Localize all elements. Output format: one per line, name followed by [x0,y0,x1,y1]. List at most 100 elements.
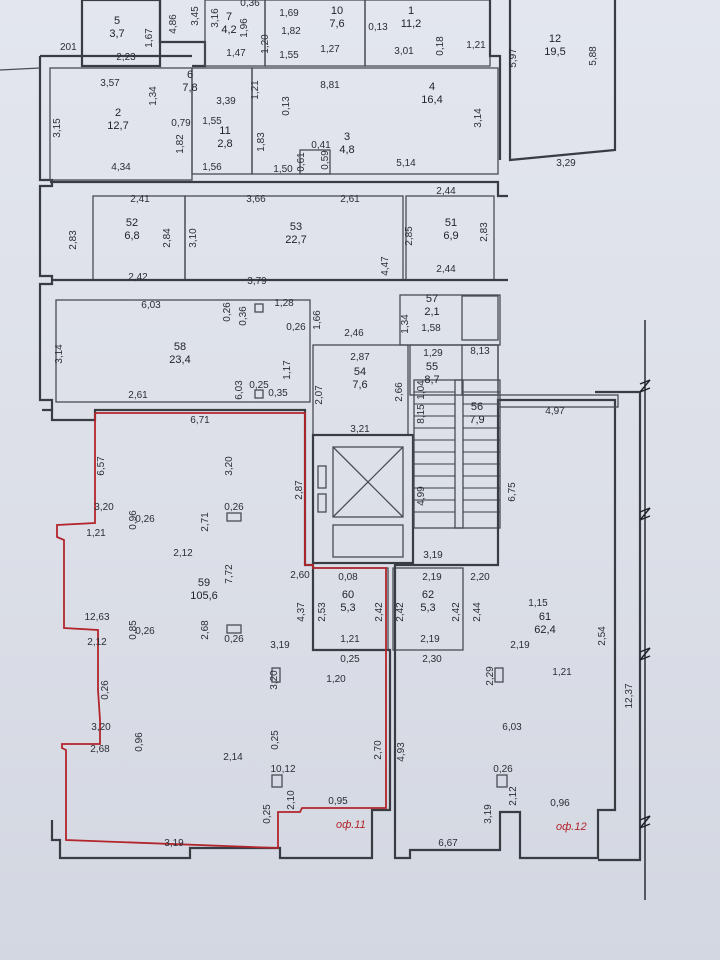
dimension-label: 2,19 [420,634,440,645]
room-area-51: 6,9 [443,230,458,242]
dimension-label: 0,26 [286,322,306,333]
dimension-label: 6,03 [141,300,161,311]
dimension-label: 4,86 [168,14,179,34]
dimension-label: 6,67 [438,838,458,849]
room-number-60: 60 [342,589,354,601]
room-number-3: 3 [344,131,350,143]
dimension-label: 0,36 [240,0,260,9]
dimension-label: 2,42 [128,272,148,283]
dimension-label: 1,17 [282,360,293,380]
dimension-label: 1,21 [466,40,486,51]
room-area-1: 11,2 [401,18,422,30]
dimension-label: 5,97 [508,48,519,68]
room-number-7: 7 [226,11,232,23]
dimension-label: 2,53 [317,602,328,622]
dimension-label: 2,12 [173,548,193,559]
dimension-label: 6,03 [502,722,522,733]
room-area-3: 4,8 [339,144,354,156]
dimension-label: 0,79 [171,118,191,129]
columns [226,303,508,788]
dimension-label: 1,15 [528,598,548,609]
dimension-label: 12,37 [624,683,635,708]
room-area-61: 62,4 [534,624,555,636]
dimension-label: 6,03 [234,380,245,400]
dimension-label: 0,26 [135,514,155,525]
dimension-label: 0,26 [100,680,111,700]
room-number-12: 12 [549,33,561,45]
dimension-label: 1,83 [256,132,267,152]
office-boundary-highlight [56,412,387,849]
dimension-label: 0,13 [281,96,292,116]
dimension-label: 0,96 [550,798,570,809]
room-number-4: 4 [429,81,435,93]
dimension-label: 3,20 [269,670,280,690]
room-number-11: 11 [219,125,230,137]
dimension-label: 2,42 [451,602,462,622]
dimension-label: 2,44 [436,264,456,275]
room-area-56: 7,9 [469,414,484,426]
room-number-6: 6 [187,69,193,81]
dimension-label: 1,21 [86,528,106,539]
dimension-label: 1,96 [239,18,250,38]
dimension-label: 3,45 [190,6,201,26]
dimension-label: 1,04 [416,380,427,400]
dimension-label: 4,99 [416,486,427,506]
dimension-label: 3,39 [216,96,236,107]
dimension-label: 1,34 [148,86,159,106]
room-number-59: 59 [198,577,210,589]
dimension-label: 5,88 [588,46,599,66]
dimension-label: 3,79 [247,276,267,287]
dimension-label: 0,25 [262,804,273,824]
room-number-61: 61 [539,611,551,623]
dimension-label: 1,21 [250,80,261,100]
dimension-label: 2,46 [344,328,364,339]
room-number-5: 5 [114,15,120,27]
dimension-label: 1,27 [320,44,340,55]
dimension-label: 1,20 [326,674,346,685]
dimension-label: 2,44 [472,602,483,622]
room-area-55: 8,7 [424,374,439,386]
dimension-label: 1,21 [340,634,360,645]
room-area-58: 23,4 [169,354,190,366]
dimension-label: 0,96 [134,732,145,752]
room-number-53: 53 [290,221,302,233]
dimension-label: 2,70 [373,740,384,760]
room-number-56: 56 [471,401,483,413]
dimension-label: 2,12 [508,786,519,806]
dimension-label: 2,68 [200,620,211,640]
dimension-label: 3,19 [483,804,494,824]
dimension-label: 2,30 [422,654,442,665]
dimension-label: 1,55 [202,116,222,127]
dimension-label: 0,59 [320,150,331,170]
dimension-label: 0,25 [340,654,360,665]
dimension-label: 2,12 [87,637,107,648]
dimension-label: 3,20 [224,456,235,476]
dimension-label: 3,20 [91,722,111,733]
dimension-label: 2,19 [422,572,442,583]
dimension-label: 3,66 [246,194,266,205]
dimension-label: 2,83 [68,230,79,250]
dimension-label: 1,34 [400,314,411,334]
dimension-label: 0,95 [328,796,348,807]
room-area-60: 5,3 [340,602,355,614]
room-area-4: 16,4 [421,94,442,106]
room-number-58: 58 [174,341,186,353]
dimension-label: 2,54 [597,626,608,646]
room-area-10: 7,6 [329,18,344,30]
dimension-label: 0,08 [338,572,358,583]
dimension-label: 3,19 [270,640,290,651]
dimension-label: 3,16 [210,8,221,28]
dimension-label: 4,93 [396,742,407,762]
stair-treads [414,391,500,513]
dimension-label: 2,85 [404,226,415,246]
dimension-label: 1,82 [281,26,301,37]
dimension-label: 12,63 [84,612,109,623]
dimension-label: 1,67 [144,28,155,48]
room-area-53: 22,7 [285,234,306,246]
dimension-label: 0,26 [224,502,244,513]
dimension-label: 2,68 [90,744,110,755]
room-area-57: 2,1 [424,306,439,318]
dimension-label: 0,25 [249,380,269,391]
office-11-label: оф.11 [336,819,366,831]
